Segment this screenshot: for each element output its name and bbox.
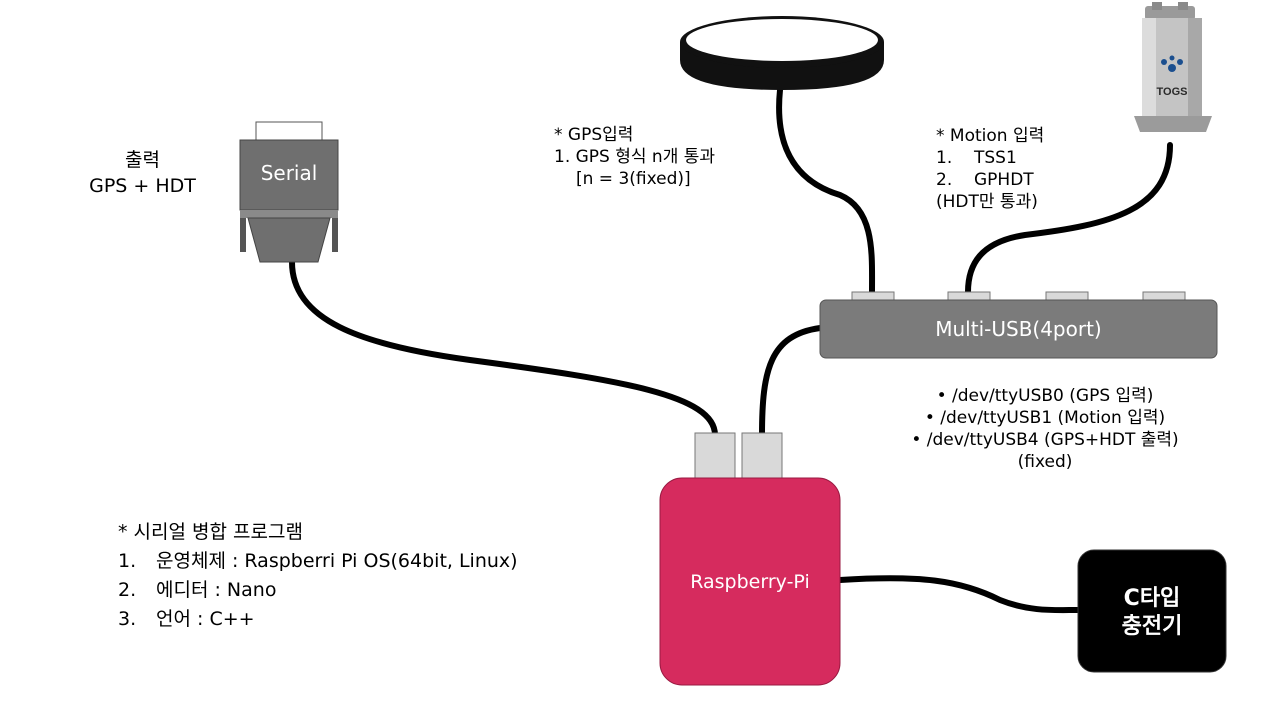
gps-input-note: * GPS입력 1. GPS 형식 n개 통과 [n = 3(fixed)] <box>554 124 715 190</box>
charger <box>1077 549 1227 673</box>
gps-note-line1: * GPS입력 <box>554 125 634 145</box>
charger-label-line2: 충전기 <box>1121 614 1183 639</box>
motion-sensor-icon: TOGS <box>1134 2 1212 132</box>
usb-device-list: • /dev/ttyUSB0 (GPS 입력) • /dev/ttyUSB1 (… <box>890 385 1200 473</box>
motion-note-item2-text: GPHDT <box>974 170 1034 190</box>
program-item-num: 3. <box>118 608 137 630</box>
motion-note-item2-num: 2. <box>936 170 953 190</box>
cable-motion-sensor-to-hub <box>965 142 1173 295</box>
output-title: 출력 <box>125 149 160 171</box>
pi-usb-port-1 <box>694 432 736 482</box>
program-item-text: 에디터 : Nano <box>156 579 277 601</box>
program-item-num: 2. <box>118 579 137 601</box>
motion-note-item1-num: 1. <box>936 148 953 168</box>
serial-connector <box>239 121 339 263</box>
cable-gps-antenna-to-hub <box>776 87 876 295</box>
program-item-text: 언어 : C++ <box>156 608 255 630</box>
usb-device-item: • /dev/ttyUSB1 (Motion 입력) <box>924 408 1166 428</box>
motion-note-line1: * Motion 입력 <box>936 126 1045 146</box>
program-title: * 시리얼 병합 프로그램 <box>118 521 303 543</box>
motion-note-item1-text: TSS1 <box>974 148 1017 168</box>
usb-device-item: • /dev/ttyUSB4 (GPS+HDT 출력) <box>911 430 1179 450</box>
usb-device-note: (fixed) <box>1017 452 1073 472</box>
cables <box>289 87 1173 614</box>
program-item: 2. 에디터 : Nano <box>118 576 518 605</box>
motion-input-note: * Motion 입력 1. TSS1 2. GPHDT (HDT만 통과) <box>936 125 1044 213</box>
cable-serial-to-pi <box>289 259 718 438</box>
multi-usb-hub <box>819 291 1218 359</box>
output-label: 출력 GPS + HDT <box>75 147 210 199</box>
gps-note-line3: [n = 3(fixed)] <box>576 169 691 189</box>
gps-note-line2: 1. GPS 형식 n개 통과 <box>554 147 716 167</box>
output-subtitle: GPS + HDT <box>89 175 196 197</box>
serial-label: Serial <box>260 161 318 185</box>
raspberry-pi <box>659 432 841 686</box>
program-item: 3. 언어 : C++ <box>118 605 518 634</box>
program-item: 1. 운영체제 : Raspberri Pi OS(64bit, Linux) <box>118 547 518 576</box>
motion-note-item2: 2. GPHDT <box>936 169 1044 191</box>
cable-pi-to-charger <box>837 575 1081 614</box>
usb-device-item: • /dev/ttyUSB0 (GPS 입력) <box>936 386 1154 406</box>
multi-usb-label: Multi-USB(4port) <box>935 317 1102 341</box>
charger-label-line1: C타입 <box>1123 586 1181 611</box>
pi-usb-port-2 <box>741 432 783 482</box>
program-item-num: 1. <box>118 550 137 572</box>
motion-note-item1: 1. TSS1 <box>936 147 1044 169</box>
program-description: * 시리얼 병합 프로그램 1. 운영체제 : Raspberri Pi OS(… <box>118 518 518 634</box>
togs-logo-icon <box>1161 55 1183 72</box>
raspberry-pi-label: Raspberry-Pi <box>690 571 810 593</box>
motion-note-line4: (HDT만 통과) <box>936 192 1038 212</box>
program-item-text: 운영체제 : Raspberri Pi OS(64bit, Linux) <box>156 550 518 572</box>
togs-brand-text: TOGS <box>1157 86 1188 98</box>
cable-pi-to-usb-hub <box>759 325 823 438</box>
charger-label: C타입 충전기 <box>1078 585 1226 641</box>
gps-antenna-icon <box>680 16 884 90</box>
